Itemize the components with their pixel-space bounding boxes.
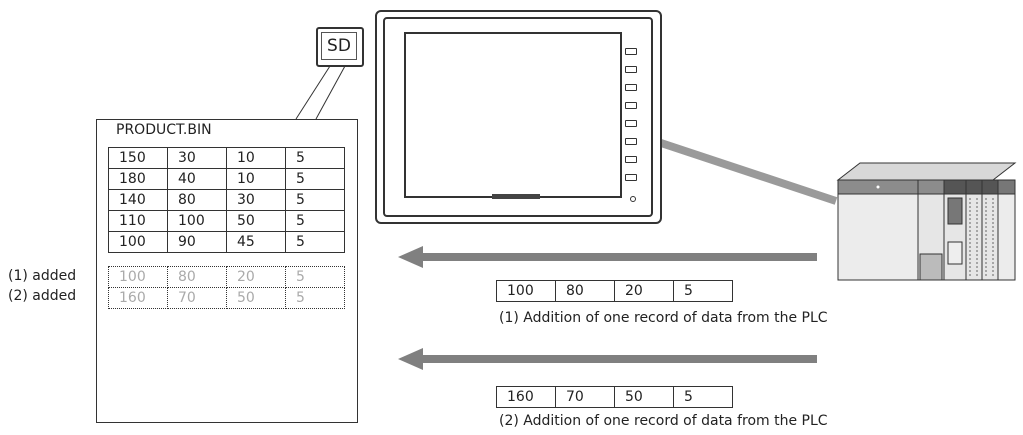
table-cell: 40: [167, 168, 227, 190]
table-cell: 5: [673, 386, 733, 408]
table-cell: 5: [285, 189, 345, 211]
table-cell: 5: [285, 210, 345, 232]
transfer-record-1: 100 80 20 5: [496, 280, 733, 302]
file-records-table: 150 30 10 5 180 40 10 5 140 80 30 5 110 …: [108, 147, 345, 253]
added-label-2: (2) added: [8, 288, 77, 304]
table-cell: 70: [167, 287, 227, 309]
table-cell: 20: [614, 280, 674, 302]
hmi-logo: [492, 194, 540, 199]
table-cell: 160: [496, 386, 556, 408]
table-cell: 100: [496, 280, 556, 302]
arrow-2: [398, 348, 817, 370]
file-name: PRODUCT.BIN: [116, 122, 212, 138]
arrow-1: [398, 246, 817, 268]
cable: [656, 138, 838, 205]
table-cell: 50: [226, 210, 286, 232]
table-cell: 20: [226, 266, 286, 288]
hmi-key-icon: [625, 120, 637, 127]
transfer-caption-1: (1) Addition of one record of data from …: [499, 310, 828, 326]
table-cell: 50: [614, 386, 674, 408]
table-cell: 5: [285, 168, 345, 190]
table-cell: 30: [167, 147, 227, 169]
table-row: 150 30 10 5: [108, 147, 345, 169]
hmi-key-icon: [625, 102, 637, 109]
hmi-key-icon: [625, 138, 637, 145]
hmi-key-icon: [625, 84, 637, 91]
table-cell: 5: [285, 147, 345, 169]
hmi-screen: [404, 32, 622, 198]
table-row: 140 80 30 5: [108, 189, 345, 211]
table-cell: 5: [673, 280, 733, 302]
plc-icon: [836, 162, 1017, 281]
table-row: 160 70 50 5: [496, 386, 733, 408]
table-cell: 100: [167, 210, 227, 232]
table-cell: 50: [226, 287, 286, 309]
table-row: 100 80 20 5: [108, 266, 345, 288]
table-cell: 100: [108, 266, 168, 288]
table-cell: 70: [555, 386, 615, 408]
table-cell: 10: [226, 147, 286, 169]
table-row: 160 70 50 5: [108, 287, 345, 309]
sd-card-label: SD: [321, 32, 357, 60]
table-cell: 150: [108, 147, 168, 169]
table-cell: 10: [226, 168, 286, 190]
transfer-record-2: 160 70 50 5: [496, 386, 733, 408]
table-cell: 100: [108, 231, 168, 253]
table-cell: 80: [167, 189, 227, 211]
table-row: 100 80 20 5: [496, 280, 733, 302]
added-label-1: (1) added: [8, 268, 77, 284]
table-cell: 110: [108, 210, 168, 232]
table-row: 100 90 45 5: [108, 231, 345, 253]
table-cell: 140: [108, 189, 168, 211]
table-cell: 30: [226, 189, 286, 211]
hmi-key-icon: [625, 174, 637, 181]
hmi-key-icon: [625, 48, 637, 55]
sd-card-icon: SD: [316, 27, 364, 67]
table-cell: 80: [555, 280, 615, 302]
table-cell: 90: [167, 231, 227, 253]
transfer-caption-2: (2) Addition of one record of data from …: [499, 413, 828, 429]
table-cell: 80: [167, 266, 227, 288]
hmi-key-icon: [625, 66, 637, 73]
table-cell: 45: [226, 231, 286, 253]
table-cell: 5: [285, 231, 345, 253]
table-row: 110 100 50 5: [108, 210, 345, 232]
table-cell: 5: [285, 266, 345, 288]
table-row: 180 40 10 5: [108, 168, 345, 190]
table-cell: 180: [108, 168, 168, 190]
table-cell: 160: [108, 287, 168, 309]
added-records-table: 100 80 20 5 160 70 50 5: [108, 266, 345, 309]
hmi-key-icon: [625, 156, 637, 163]
hmi-led-icon: [630, 196, 636, 202]
table-cell: 5: [285, 287, 345, 309]
